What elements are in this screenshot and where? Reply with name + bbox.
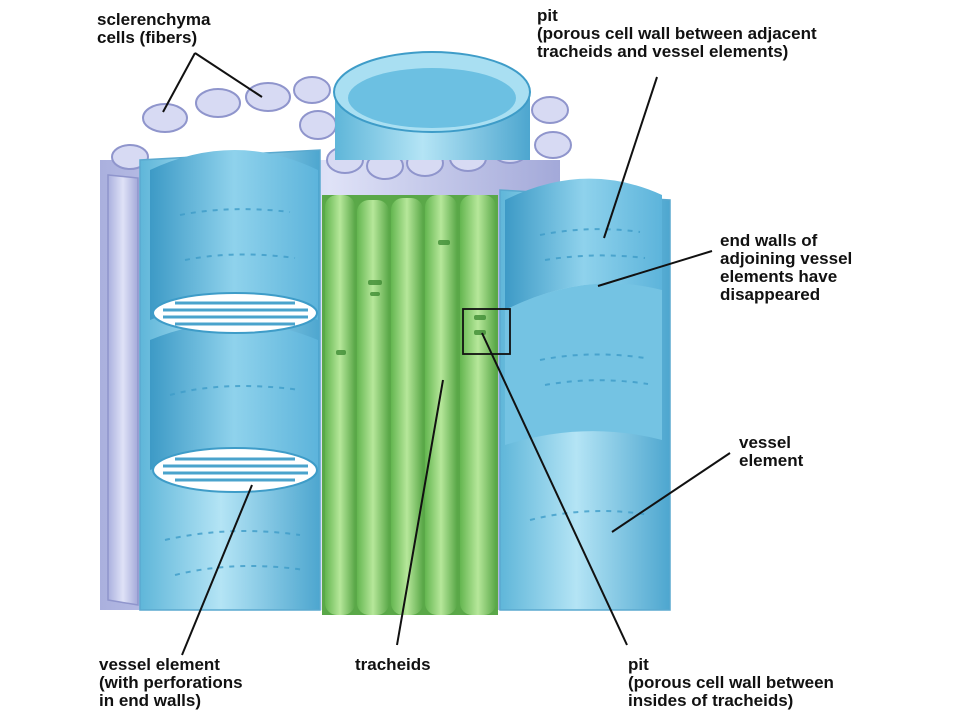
- tracheid: [425, 195, 457, 615]
- label-vessel-element-right: vessel element: [739, 434, 803, 470]
- label-pit-bottom: pit (porous cell wall between insides of…: [628, 656, 834, 710]
- label-line: in end walls): [99, 691, 202, 710]
- leader-sclerenchyma-b: [194, 52, 263, 98]
- tracheid: [325, 195, 355, 615]
- fiber-cell: [195, 88, 241, 118]
- leader-lines: [162, 52, 731, 656]
- leader-end-walls: [597, 250, 713, 287]
- label-line: vessel: [739, 433, 791, 452]
- label-line: end walls of: [720, 231, 818, 250]
- label-sclerenchyma: sclerenchyma cells (fibers): [97, 11, 210, 47]
- label-line: (with perforations: [99, 673, 243, 692]
- label-line: tracheids: [355, 655, 431, 674]
- fiber-cell: [293, 76, 331, 104]
- label-line: cells (fibers): [97, 28, 198, 47]
- leader-pit-bottom: [481, 332, 628, 646]
- label-line: pit: [537, 6, 558, 25]
- leader-vessel-left: [181, 484, 253, 656]
- tracheid: [391, 198, 423, 615]
- vessel-element-right: [499, 178, 671, 611]
- label-line: vessel element: [99, 655, 220, 674]
- tracheid: [357, 200, 389, 615]
- fiber-cell: [299, 110, 337, 140]
- fiber-cell: [245, 82, 291, 112]
- label-line: (porous cell wall between: [628, 673, 834, 692]
- label-line: element: [739, 451, 804, 470]
- label-line: pit: [628, 655, 649, 674]
- label-line: sclerenchyma: [97, 10, 211, 29]
- label-end-walls: end walls of adjoining vessel elements h…: [720, 232, 852, 304]
- tracheids-group: [322, 195, 498, 615]
- tracheid: [460, 195, 496, 615]
- label-tracheids: tracheids: [355, 656, 431, 674]
- fiber-column-left: [107, 174, 139, 606]
- vessel-top-center: [333, 51, 531, 160]
- leader-sclerenchyma-a: [162, 52, 196, 113]
- leader-vessel-right: [611, 452, 731, 533]
- fiber-cell: [534, 131, 572, 159]
- label-line: (porous cell wall between adjacent: [537, 24, 817, 43]
- fiber-cell: [531, 96, 569, 124]
- label-line: disappeared: [720, 285, 821, 304]
- vessel-element-left: [139, 149, 321, 611]
- label-line: insides of tracheids): [628, 691, 794, 710]
- fiber-cell: [142, 103, 188, 133]
- leader-pit-top: [603, 76, 658, 239]
- perforation-plate: [152, 292, 318, 334]
- pit-highlight-box: [462, 308, 511, 355]
- label-line: elements have: [720, 267, 838, 286]
- label-pit-top: pit (porous cell wall between adjacent t…: [537, 7, 817, 61]
- perforation-plate: [152, 447, 318, 493]
- label-vessel-element-left: vessel element (with perforations in end…: [99, 656, 243, 710]
- label-line: tracheids and vessel elements): [537, 42, 789, 61]
- fiber-cell: [111, 144, 149, 170]
- leader-tracheids: [396, 379, 444, 646]
- label-line: adjoining vessel: [720, 249, 853, 268]
